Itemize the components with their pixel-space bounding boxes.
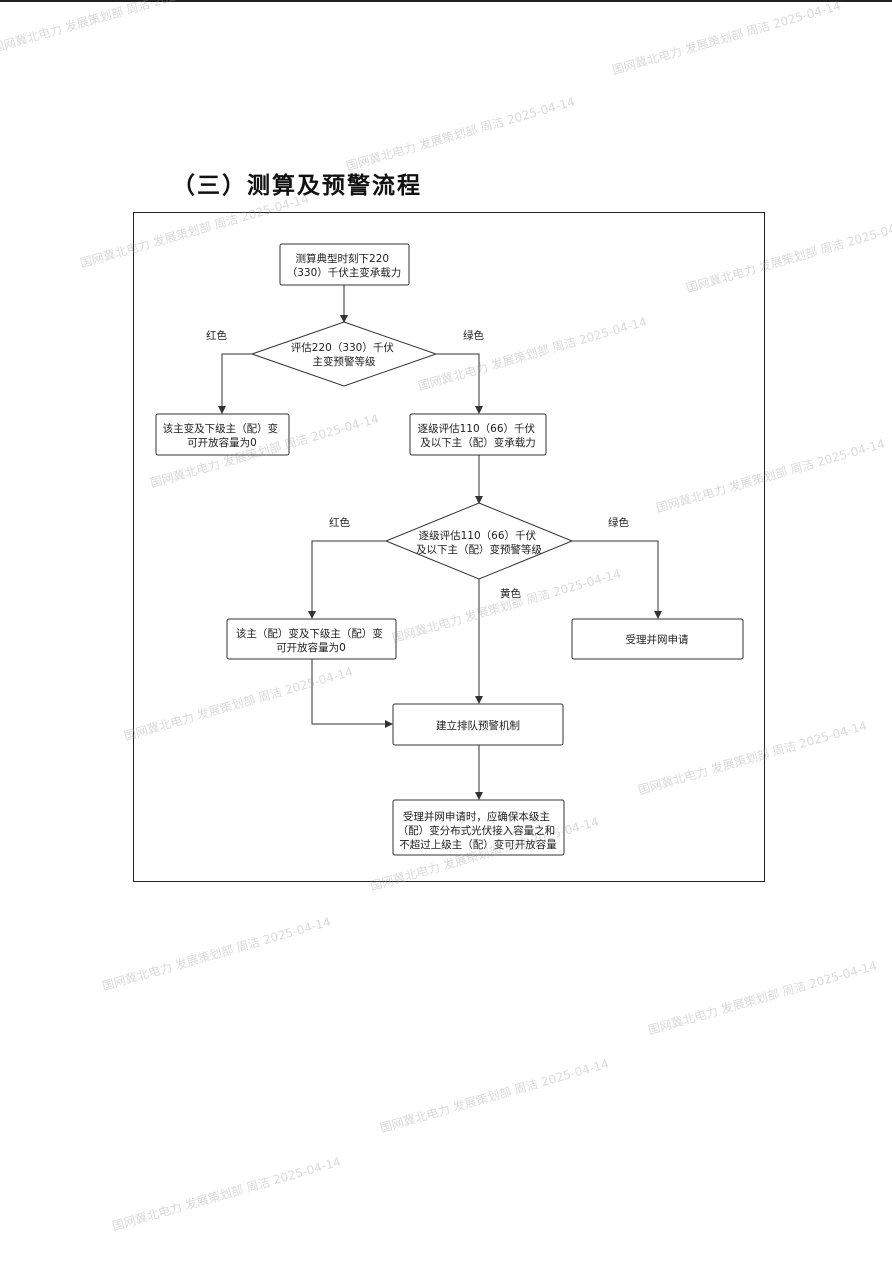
node-accept-application xyxy=(571,618,744,660)
decision-110kv-warning xyxy=(384,502,574,580)
decision-220kv-warning xyxy=(250,321,438,387)
section-title: （三）测算及预警流程 xyxy=(172,173,422,199)
n3-text: 逐级评估110（66）千伏 及以下主（配）变承载力 xyxy=(418,422,539,449)
label-red-1: 红色 xyxy=(206,329,227,342)
label-green-2: 绿色 xyxy=(608,516,629,529)
n7-text: 受理并网申请时，应确保本级主 （配）变分布式光伏接入容量之和 不超过上级主（配）… xyxy=(398,810,559,851)
node-eval-110kv-capacity xyxy=(409,413,547,456)
n6-text: 建立排队预警机制 xyxy=(436,719,520,732)
label-yellow: 黄色 xyxy=(500,587,521,600)
d1-text: 评估220（330）千伏 主变预警等级 xyxy=(291,341,397,368)
n4-text: 该主（配）变及下级主（配）变 可开放容量为0 xyxy=(236,627,386,654)
flowchart-frame xyxy=(133,212,765,882)
label-green-1: 绿色 xyxy=(463,329,484,342)
edge-n4-n6 xyxy=(311,659,393,728)
n2-text: 该主变及下级主（配）变 可开放容量为0 xyxy=(163,422,282,449)
label-red-2: 红色 xyxy=(329,516,350,529)
node-queue-warning xyxy=(392,703,564,746)
edge-d2-red xyxy=(308,540,386,619)
d2-text: 逐级评估110（66）千伏 及以下主（配）变预警等级 xyxy=(416,529,542,556)
page-top-rule xyxy=(0,0,892,2)
edge-d1-green xyxy=(436,353,483,414)
edge-d1-red xyxy=(218,353,252,414)
n5-text: 受理并网申请 xyxy=(626,633,689,646)
connectors xyxy=(218,285,662,800)
node-zero-capacity-lower xyxy=(226,618,397,660)
node-zero-capacity-upper xyxy=(155,413,290,456)
edge-d2-green xyxy=(572,540,662,619)
node-ensure-capacity xyxy=(392,799,565,856)
n1-text: 测算典型时刻下220 （330）千伏主变承载力 xyxy=(287,252,402,279)
node-calc-220kv-capacity xyxy=(279,243,410,286)
